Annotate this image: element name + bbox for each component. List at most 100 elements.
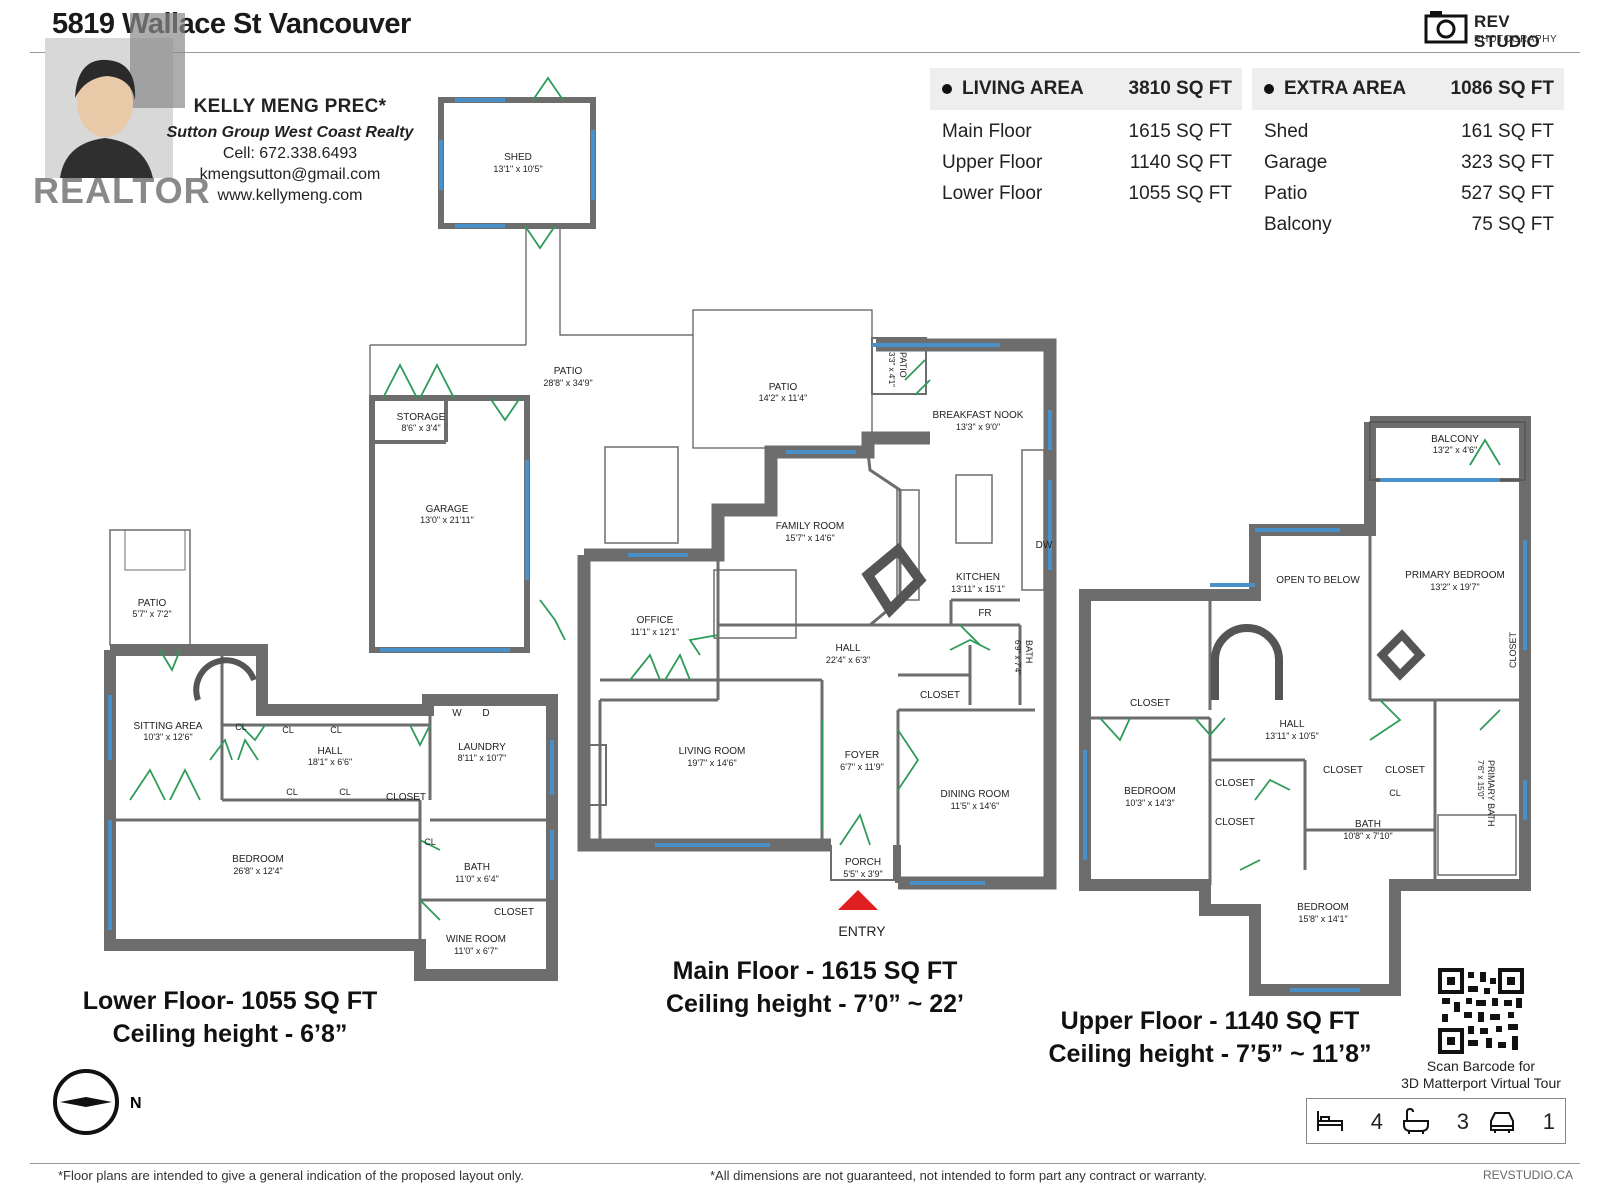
area-value: 1140 SQ FT xyxy=(1129,152,1232,173)
room-label: PATIO xyxy=(898,352,908,378)
closet-label: CL xyxy=(286,787,298,797)
bedroom-count: 4 xyxy=(1307,1099,1393,1143)
room-label: DINING ROOM xyxy=(941,789,1010,800)
room-label: SITTING AREA xyxy=(134,721,203,732)
closet-label: CL xyxy=(282,725,294,735)
room-dim: 6'9" x 7'4" xyxy=(1013,640,1022,675)
closet-label: CL xyxy=(235,722,247,732)
extra-area-total: 1086 SQ FT xyxy=(1450,78,1555,99)
brand-subtitle: PHOTOGRAPHY xyxy=(1474,34,1558,45)
room-label: BATH xyxy=(1024,640,1034,663)
area-value: 1615 SQ FT xyxy=(1128,121,1233,142)
agent-cell: Cell: 672.338.6493 xyxy=(222,145,358,162)
floor-area: Upper Floor - 1140 SQ FT xyxy=(1060,1007,1360,1035)
footer-divider xyxy=(30,1163,1580,1164)
closet-label: CLOSET xyxy=(1508,631,1518,668)
room-dim: 14'2" x 11'4" xyxy=(759,393,808,403)
room-label: LIVING ROOM xyxy=(679,746,746,757)
area-row: Upper Floor 1140 SQ FT xyxy=(930,147,1242,178)
camera-icon xyxy=(1424,11,1468,44)
room-label: OFFICE xyxy=(637,615,674,626)
agent-email[interactable]: kmengsutton@gmail.com xyxy=(199,166,381,183)
room-dim: 10'8" x 7'10" xyxy=(1343,831,1392,841)
entry-arrow xyxy=(838,890,878,910)
qr-caption-line: 3D Matterport Virtual Tour xyxy=(1401,1075,1561,1091)
room-dim: 11'5" x 14'6" xyxy=(951,801,1000,811)
room-label: PORCH xyxy=(845,857,881,868)
room-dim: 15'7" x 14'6" xyxy=(785,533,834,543)
living-area-title: LIVING AREA xyxy=(962,78,1084,99)
room-dim: 7'6" x 15'0" xyxy=(1476,760,1485,800)
room-label: FOYER xyxy=(845,750,879,761)
agent-name: KELLY MENG PREC* xyxy=(193,96,387,117)
room-dim: 13'2" x 19'7" xyxy=(1430,582,1479,592)
room-label: HALL xyxy=(1279,719,1304,730)
agent-website[interactable]: www.kellymeng.com xyxy=(217,187,363,204)
count-value: 4 xyxy=(1370,1109,1383,1134)
room-dim: 10'3" x 14'3" xyxy=(1125,798,1174,808)
room-dim: 8'11" x 10'7" xyxy=(458,753,507,763)
room-dim: 5'7" x 7'2" xyxy=(132,609,171,619)
area-row: Lower Floor 1055 SQ FT xyxy=(930,178,1242,209)
footer-website[interactable]: REVSTUDIO.CA xyxy=(1483,1168,1574,1182)
area-name: Patio xyxy=(1264,183,1308,204)
closet-label: CLOSET xyxy=(386,792,426,803)
room-label: PRIMARY BATH xyxy=(1486,760,1496,827)
room-label: BATH xyxy=(464,862,490,873)
closet-label: CL xyxy=(424,837,436,847)
room-dim: 6'7" x 11'9" xyxy=(840,762,884,772)
area-name: Shed xyxy=(1264,121,1309,142)
qr-caption-line: Scan Barcode for xyxy=(1426,1058,1536,1074)
closet-label: CL xyxy=(1389,788,1401,798)
closet-label: CLOSET xyxy=(494,907,534,918)
room-dim: 8'6" x 3'4" xyxy=(401,423,440,433)
room-dim: 15'8" x 14'1" xyxy=(1298,914,1347,924)
area-value: 1055 SQ FT xyxy=(1128,183,1233,204)
area-name: Upper Floor xyxy=(942,152,1043,173)
room-label: GARAGE xyxy=(426,504,469,515)
area-value: 75 SQ FT xyxy=(1471,214,1554,235)
room-label: PATIO xyxy=(554,366,583,377)
agent-company: Sutton Group West Coast Realty xyxy=(166,124,414,141)
brand-name: REV STUDIO xyxy=(1474,12,1541,51)
open-to-below-label: OPEN TO BELOW xyxy=(1276,575,1360,586)
room-label: WINE ROOM xyxy=(446,934,506,945)
dryer-label: D xyxy=(482,708,489,719)
room-dim: 13'11" x 15'1" xyxy=(951,584,1005,594)
room-label: PRIMARY BEDROOM xyxy=(1405,570,1505,581)
bed-icon xyxy=(1317,1111,1343,1131)
room-dim: 13'1" x 10'5" xyxy=(493,164,542,174)
room-dim: 10'3" x 12'6" xyxy=(143,732,192,742)
footer-disclaimer-mid: *All dimensions are not guaranteed, not … xyxy=(710,1168,1207,1183)
bullet-icon xyxy=(942,83,952,94)
dishwasher-label: DW xyxy=(1036,540,1053,551)
room-dim: 11'0" x 6'4" xyxy=(455,874,499,884)
area-value: 161 SQ FT xyxy=(1461,121,1554,142)
room-counts: 4 3 1 xyxy=(1306,1098,1566,1144)
area-name: Lower Floor xyxy=(942,183,1043,204)
area-value: 323 SQ FT xyxy=(1461,152,1554,173)
room-dim: 19'7" x 14'6" xyxy=(687,758,736,768)
bathroom-count: 3 xyxy=(1393,1099,1479,1143)
closet-label: CLOSET xyxy=(1323,765,1363,776)
entry-label: ENTRY xyxy=(838,923,886,939)
header-divider xyxy=(30,52,1580,53)
room-dim: 13'3" x 9'0" xyxy=(956,422,1000,432)
room-dim: 22'4" x 6'3" xyxy=(826,655,870,665)
extra-area-title: EXTRA AREA xyxy=(1284,78,1407,99)
footer-disclaimer-left: *Floor plans are intended to give a gene… xyxy=(58,1168,524,1183)
qr-code[interactable] xyxy=(1438,968,1524,1054)
agent-photo xyxy=(35,8,190,213)
washer-label: W xyxy=(452,708,462,719)
room-dim: 13'11" x 10'5" xyxy=(1265,731,1319,741)
room-label: BATH xyxy=(1355,819,1381,830)
area-row: Balcony 75 SQ FT xyxy=(1252,209,1564,240)
area-name: Balcony xyxy=(1264,214,1332,235)
living-area-total: 3810 SQ FT xyxy=(1128,78,1233,99)
room-label: BEDROOM xyxy=(1124,786,1176,797)
ceiling-height: Ceiling height - 7’5” ~ 11’8” xyxy=(1048,1040,1372,1068)
